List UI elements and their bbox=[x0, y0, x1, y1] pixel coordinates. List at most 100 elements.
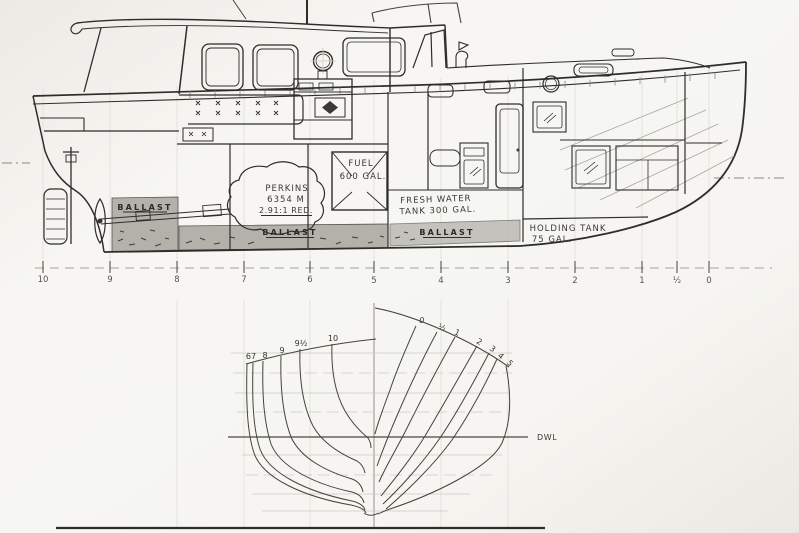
dwl-label: DWL bbox=[537, 433, 557, 442]
locker-2 bbox=[532, 101, 567, 133]
vent-cowl bbox=[455, 41, 470, 68]
section-label: 67 bbox=[246, 352, 256, 361]
fresh-water-tank: FRESH WATER TANK 300 GAL. bbox=[398, 194, 476, 218]
prop-hub bbox=[97, 218, 103, 224]
section-label: 10 bbox=[328, 334, 338, 343]
rigging-stay bbox=[232, 0, 247, 20]
station-label: 1 bbox=[639, 276, 644, 286]
fresh-water-label: FRESH WATER bbox=[400, 194, 472, 206]
prop-shaft bbox=[100, 208, 231, 225]
foredeck-hatch bbox=[573, 63, 614, 77]
holding-tank: HOLDING TANK 75 GAL. bbox=[522, 216, 649, 245]
station-label: ½ bbox=[673, 276, 681, 286]
canopy-tip bbox=[70, 22, 83, 35]
fuel-tank: FUEL 600 GAL. bbox=[331, 151, 388, 211]
foredeck-coaming bbox=[446, 57, 711, 69]
fwd-sections bbox=[374, 325, 511, 515]
door-knob bbox=[516, 148, 520, 152]
profile-grid bbox=[2, 66, 786, 268]
station-label: 0 bbox=[706, 276, 711, 286]
engine-model: 6354 M bbox=[267, 195, 305, 205]
fresh-water-capacity: TANK 300 GAL. bbox=[398, 205, 476, 218]
engine-reduction: 2.91:1 RED. bbox=[259, 206, 313, 215]
pilothouse-door bbox=[495, 103, 524, 189]
fuel-label: FUEL bbox=[348, 159, 373, 169]
engine: PERKINS 6354 M 2.91:1 RED. bbox=[226, 161, 326, 235]
bulkheads bbox=[229, 68, 686, 250]
section-label: 9 bbox=[279, 346, 284, 355]
salon-window-2 bbox=[252, 44, 299, 91]
fuel-tank-outline bbox=[331, 151, 388, 211]
settee bbox=[179, 94, 304, 125]
section-label: 2 bbox=[475, 337, 484, 347]
section-label: 5 bbox=[505, 358, 515, 368]
portlight-2 bbox=[483, 80, 511, 94]
cabin-aft-wall bbox=[178, 25, 188, 95]
steering-fitting bbox=[65, 154, 77, 163]
galley-stove bbox=[293, 78, 353, 140]
station-label: 9 bbox=[107, 275, 112, 285]
holding-tank-outline bbox=[522, 216, 649, 242]
rudder-blade bbox=[43, 188, 68, 245]
stem-line bbox=[519, 61, 747, 247]
propeller bbox=[94, 197, 106, 245]
holding-tank-capacity: 75 GAL. bbox=[532, 235, 572, 245]
fwd-sole bbox=[388, 139, 722, 191]
settee-tufts bbox=[195, 100, 279, 116]
keel-line bbox=[103, 245, 521, 253]
hull-profile bbox=[32, 61, 747, 253]
ballast-regions: BALLAST BALLAST BALLAST bbox=[111, 196, 521, 253]
waterlines bbox=[231, 352, 512, 512]
locker-1 bbox=[459, 142, 489, 189]
oven-door bbox=[314, 97, 346, 118]
interior bbox=[40, 68, 722, 250]
vberth-front bbox=[615, 145, 679, 191]
caprail-line bbox=[32, 69, 741, 105]
aft-sections bbox=[246, 343, 379, 516]
body-plan: DWL 67 8 9 9½ 10 bbox=[56, 300, 557, 530]
pilothouse-aft-window bbox=[342, 37, 406, 77]
sheer-arc-aft bbox=[245, 338, 377, 365]
section-label: 1 bbox=[453, 328, 461, 338]
propulsion bbox=[43, 147, 231, 245]
ballast-aft-label: BALLAST bbox=[117, 203, 172, 212]
ballast-speckle bbox=[117, 229, 416, 247]
holding-tank-label: HOLDING TANK bbox=[530, 224, 607, 234]
station-label: 10 bbox=[38, 275, 49, 285]
section-label: 0 bbox=[418, 316, 425, 326]
section-label: 9½ bbox=[295, 339, 308, 348]
station-label: 2 bbox=[572, 276, 577, 286]
windshield bbox=[412, 29, 447, 69]
fuel-capacity: 600 GAL. bbox=[340, 172, 387, 182]
ballast-fwd-label: BALLAST bbox=[419, 228, 474, 237]
portlight-1 bbox=[427, 84, 454, 98]
pilothouse-roof bbox=[389, 24, 448, 92]
section-labels-fwd: 0 ½ 1 2 3 4 5 bbox=[418, 316, 515, 369]
engine-make: PERKINS bbox=[265, 184, 308, 194]
rudder-stock bbox=[63, 147, 79, 244]
section-labels-aft: 67 8 9 9½ 10 bbox=[246, 334, 338, 361]
station-label: 6 bbox=[307, 275, 312, 285]
canopy-post bbox=[83, 27, 102, 93]
station-label: 4 bbox=[438, 276, 443, 286]
section-label: ½ bbox=[437, 322, 448, 333]
salon-window-1 bbox=[201, 43, 244, 91]
section-label: 8 bbox=[262, 351, 267, 360]
superstructure bbox=[70, 0, 711, 98]
station-label: 3 bbox=[505, 276, 510, 286]
shaft-coupling-1 bbox=[135, 210, 151, 221]
bow-porthole bbox=[542, 75, 560, 93]
transom bbox=[32, 95, 46, 152]
oven-door-emblem bbox=[322, 101, 338, 114]
stern-underbody bbox=[44, 150, 105, 253]
ballast-aft-block bbox=[111, 196, 179, 253]
section-label: 3 bbox=[488, 344, 497, 354]
station-label: 8 bbox=[174, 275, 179, 285]
skylight bbox=[611, 48, 635, 57]
station-label: 5 bbox=[371, 276, 376, 286]
engine-outline bbox=[226, 161, 326, 235]
settee-base-vent bbox=[182, 127, 214, 142]
shaft-coupling-2 bbox=[202, 203, 222, 218]
